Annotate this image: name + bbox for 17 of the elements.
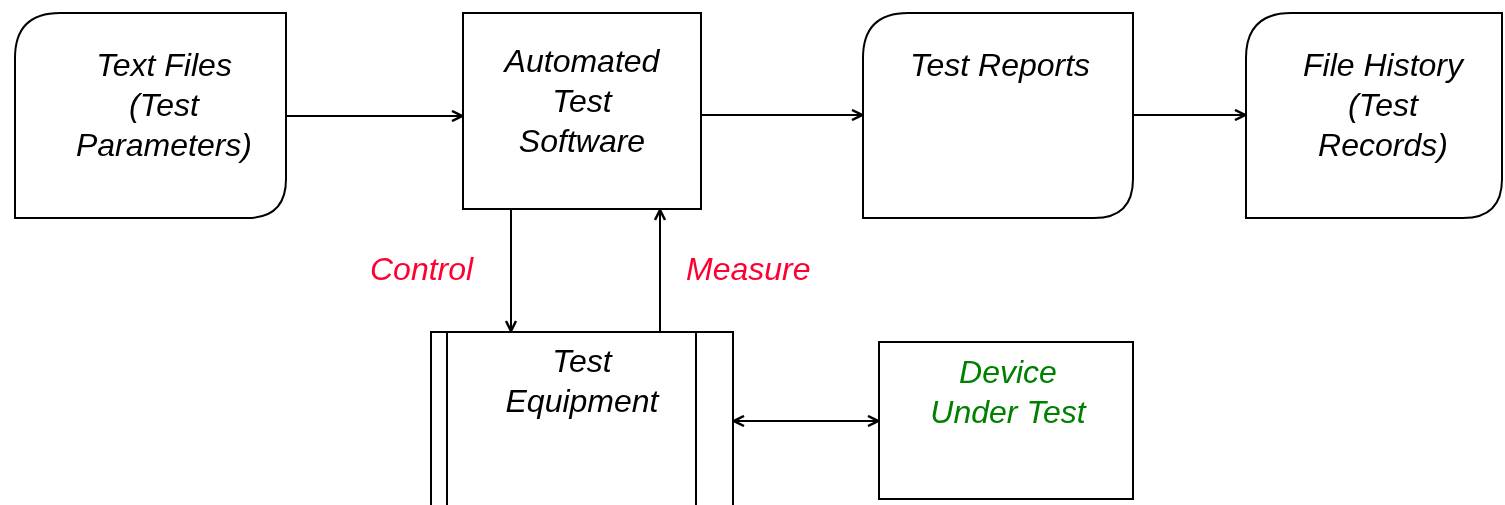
arrow	[286, 109, 464, 123]
node-label: Text Files (Test Parameters)	[74, 46, 253, 165]
document-shape	[862, 12, 1134, 219]
predefined-process-box	[430, 331, 734, 505]
node-label: File History (Test Records)	[1302, 46, 1466, 165]
document-shape	[14, 12, 287, 219]
process-box	[462, 12, 702, 210]
node-label: Test Reports	[908, 46, 1092, 85]
process-box	[878, 341, 1134, 500]
arrow	[504, 209, 518, 333]
document-shape	[1245, 12, 1503, 219]
arrow	[701, 108, 864, 122]
arrow	[653, 208, 667, 332]
arrow	[1133, 108, 1247, 122]
node-label: Test Equipment	[504, 342, 661, 421]
node-label: Automated Test Software	[502, 42, 661, 161]
node-label: Device Under Test	[929, 353, 1088, 432]
